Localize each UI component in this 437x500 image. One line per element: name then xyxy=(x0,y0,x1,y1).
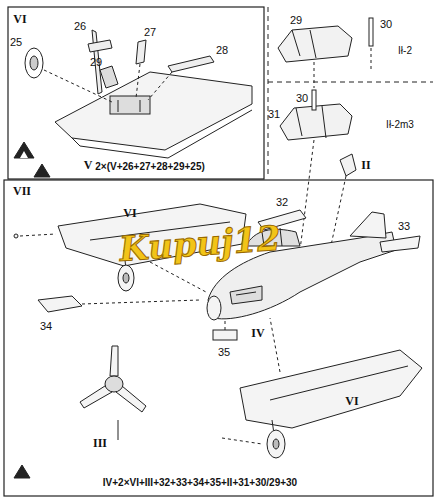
drawing-stroke xyxy=(350,212,386,238)
drawing-stroke xyxy=(44,64,172,102)
drawing-stroke xyxy=(30,56,38,70)
drawing-stroke xyxy=(314,62,315,88)
drawing-stroke xyxy=(380,236,420,252)
callout-number: 29 xyxy=(90,56,102,68)
drawing-stroke xyxy=(34,164,50,177)
drawing-stroke xyxy=(118,420,119,440)
drawing-stroke xyxy=(270,318,280,372)
drawing-stroke xyxy=(278,26,352,62)
part-number: IV xyxy=(251,327,264,340)
drawing-stroke xyxy=(110,96,150,114)
part-number: V xyxy=(84,159,93,172)
drawing-stroke xyxy=(222,438,262,444)
callout-number: 25 xyxy=(10,36,22,48)
variant-label: Ił-2m3 xyxy=(386,119,414,130)
drawing-stroke xyxy=(25,48,43,78)
step-number: VI xyxy=(13,13,26,26)
drawing-stroke xyxy=(213,330,237,340)
drawing-stroke xyxy=(371,48,372,70)
frames xyxy=(4,7,433,496)
part-number: VI xyxy=(123,207,136,220)
drawing-stroke xyxy=(4,180,433,496)
drawing-stroke xyxy=(118,265,134,291)
callout-number: 31 xyxy=(268,108,280,120)
part-number: VI xyxy=(345,395,358,408)
drawing-stroke xyxy=(150,262,206,292)
drawing-stroke xyxy=(118,100,119,112)
drawing-stroke xyxy=(110,346,118,376)
part-number: III xyxy=(93,437,107,450)
drawing-stroke xyxy=(230,286,262,304)
variant-label: Ił-2 xyxy=(398,45,412,56)
drawing-stroke xyxy=(322,106,326,138)
drawing-stroke xyxy=(236,292,256,295)
drawing-stroke xyxy=(136,40,146,64)
drawing-stroke xyxy=(55,72,252,150)
drawing-stroke xyxy=(20,151,28,158)
drawing-stroke xyxy=(310,30,316,58)
assembly-formula: 2×(V+26+27+28+29+25) xyxy=(95,161,205,172)
callout-number: 30 xyxy=(380,18,392,30)
drawing-stroke xyxy=(296,108,302,136)
drawing-stroke xyxy=(273,439,279,449)
drawing-stroke xyxy=(225,320,226,330)
drawing-stroke xyxy=(123,273,129,283)
callout-number: 28 xyxy=(216,44,228,56)
drawing-stroke xyxy=(270,366,408,400)
callout-number: 30 xyxy=(296,92,308,104)
drawing-stroke xyxy=(38,296,82,312)
callout-number: 35 xyxy=(218,346,230,358)
step-number: VII xyxy=(13,185,31,198)
callout-number: 33 xyxy=(398,220,410,232)
callout-number: 29 xyxy=(290,14,302,26)
drawing-stroke xyxy=(300,140,314,250)
drawing-stroke xyxy=(340,154,356,176)
drawing-stroke xyxy=(105,376,123,392)
drawing-stroke xyxy=(140,100,141,112)
assembly-formula: IV+2×VI+III+32+33+34+35+II+31+30/29+30 xyxy=(103,477,297,488)
wing-subassembly xyxy=(14,30,252,177)
drawing-stroke xyxy=(148,72,172,100)
drawing-stroke xyxy=(20,234,56,236)
drawing-stroke xyxy=(82,300,200,304)
drawing-stroke xyxy=(268,82,433,83)
drawing-stroke xyxy=(292,30,300,56)
callout-number: 32 xyxy=(276,196,288,208)
drawing-stroke xyxy=(136,64,140,98)
drawing-stroke xyxy=(100,66,118,88)
drawing-stroke xyxy=(267,430,285,458)
callout-number: 27 xyxy=(144,26,156,38)
drawing-stroke xyxy=(268,7,269,175)
part-number: II xyxy=(361,159,370,172)
drawing-stroke xyxy=(168,56,214,72)
drawing-stroke xyxy=(8,7,264,179)
callout-number: 26 xyxy=(74,20,86,32)
callout-number: 34 xyxy=(40,320,52,332)
drawing-stroke xyxy=(207,296,221,320)
drawing-stroke xyxy=(300,48,371,250)
drawing-stroke xyxy=(369,18,373,46)
drawing-stroke xyxy=(240,350,422,428)
drawing-stroke xyxy=(312,90,316,110)
drawing-stroke xyxy=(14,234,18,238)
drawing-stroke xyxy=(14,142,34,158)
drawing-stroke xyxy=(44,70,112,102)
drawing-stroke xyxy=(88,40,112,52)
drawing-stroke xyxy=(72,110,252,158)
aircraft xyxy=(14,204,422,478)
drawing-stroke xyxy=(14,465,30,478)
drawing-stroke xyxy=(330,176,346,250)
